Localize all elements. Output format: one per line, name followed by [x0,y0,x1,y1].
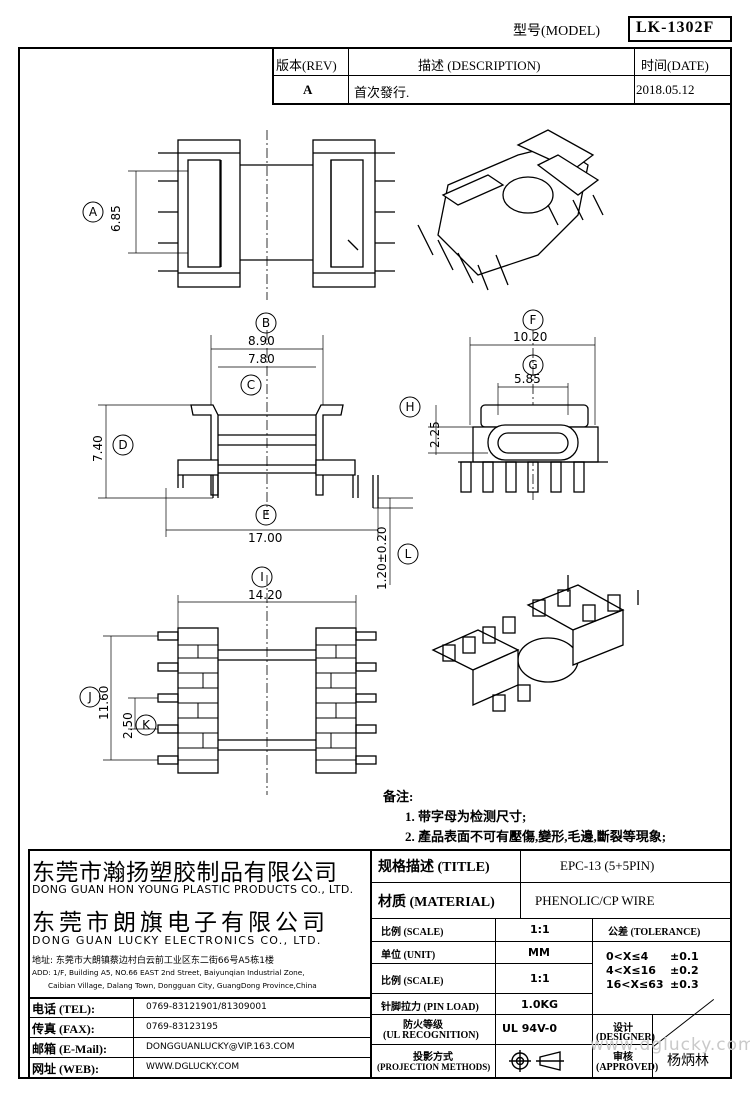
revision-table [272,47,732,105]
tol-range-2: 4<X≤16 [606,964,656,977]
dim-h: 2.25 [428,421,442,448]
marker-l: L [405,547,412,561]
marker-f: F [530,313,537,327]
desc-value: 首次發行. [354,85,410,100]
marker-b: B [262,316,270,330]
dim-e: 17.00 [248,531,282,545]
scale1-value: 1:1 [530,923,550,936]
fire-label-1: 防火等级 [403,1020,443,1031]
company-address-en-1: ADD: 1/F, Building A5, NO.66 EAST 2nd St… [32,968,305,977]
watermark-text: www.dglucky.com [590,1035,750,1055]
fire-value: UL 94V-0 [502,1022,558,1035]
notes-title: 备注: [383,789,414,804]
contact-tel-label: 电话 (TEL): [32,1002,96,1016]
dim-b: 8.90 [248,334,275,348]
projection-label-2: (PROJECTION METHODS) [377,1062,491,1072]
spec-title-label: 规格描述 (TITLE) [378,860,490,875]
fire-label-2: (UL RECOGNITION) [383,1030,479,1041]
pin-load-label: 针脚拉力 (PIN LOAD) [381,1002,479,1013]
dim-c: 7.80 [248,352,275,366]
approved-value: 杨炳林 [667,1053,709,1069]
tolerance-label: 公差 (TOLERANCE) [608,927,701,938]
marker-c: C [247,378,255,392]
spec-title-value: EPC-13 (5+5PIN) [560,858,655,873]
contact-tel-value: 0769-83121901/81309001 [146,1002,267,1012]
desc-label: 描述 (DESCRIPTION) [418,58,541,73]
pin-load-value: 1.0KG [521,998,559,1011]
title-block [28,849,732,1079]
tol-value-1: ±0.1 [670,950,699,963]
contact-fax-label: 传真 (FAX): [32,1022,95,1036]
dim-i: 14.20 [248,588,282,602]
dim-g: 5.85 [514,372,541,386]
unit-label: 单位 (UNIT) [381,950,436,961]
company-name-cn-2: 东莞市朗旗电子有限公司 [32,910,329,936]
designer-label-1: 设计 [613,1023,633,1034]
marker-h: H [405,400,414,414]
dim-j: 11.60 [97,686,111,720]
marker-d: D [118,438,127,452]
marker-a: A [89,205,98,219]
dim-d: 7.40 [91,435,105,462]
company-name-cn-1: 东莞市瀚扬塑胶制品有限公司 [32,860,338,886]
contact-web-value: WWW.DGLUCKY.COM [146,1062,240,1072]
dim-l: 1.20±0.20 [375,527,389,591]
scale2-value: 1:1 [530,972,550,985]
marker-j: J [87,690,92,704]
company-name-en-2: DONG GUAN LUCKY ELECTRONICS CO., LTD. [32,934,322,947]
note-2: 2. 產品表面不可有壓傷,變形,毛邊,斷裂等現象; [405,829,667,844]
designer-label-2: (DESIGNER) [596,1032,655,1043]
tol-value-3: ±0.3 [670,978,699,991]
company-name-en-1: DONG GUAN HON YOUNG PLASTIC PRODUCTS CO.… [32,883,354,896]
approved-label-1: 审核 [613,1052,633,1063]
spec-material-value: PHENOLIC/CP WIRE [535,893,655,908]
top-view-1 [82,130,395,300]
dim-a: 6.85 [109,205,123,232]
model-value: LK-1302F [636,19,715,36]
contact-web-label: 网址 (WEB): [32,1062,99,1076]
company-address-en-2: Caibian Village, Dalang Town, Dongguan C… [48,981,317,990]
contact-email-label: 邮箱 (E-Mail): [32,1042,107,1056]
company-address-cn: 地址: 东莞市大朗镇蔡边村白云前工业区东二街66号A5栋1楼 [32,956,274,966]
isometric-view-2 [431,575,639,712]
marker-k: K [142,718,151,732]
tol-range-3: 16<X≤63 [606,978,664,991]
tol-range-1: 0<X≤4 [606,950,649,963]
model-box [628,16,732,42]
drawing-frame [18,47,732,1079]
isometric-view-1 [417,129,604,291]
date-value: 2018.05.12 [636,82,695,97]
tol-value-2: ±0.2 [670,964,699,977]
projection-symbol-icon [509,1050,564,1072]
scale2-label: 比例 (SCALE) [381,976,444,987]
spec-material-label: 材质 (MATERIAL) [378,895,495,910]
scale1-label: 比例 (SCALE) [381,927,444,938]
rev-value: A [303,82,313,97]
note-1: 1. 带字母为检测尺寸; [405,809,527,824]
contact-email-value: DONGGUANLUCKY@VIP.163.COM [146,1042,295,1052]
dim-f: 10.20 [513,330,547,344]
technical-drawing: 6.85 8.90 7.80 7.40 17.00 10.20 5.85 2.2… [79,129,639,795]
projection-label-1: 投影方式 [413,1052,453,1063]
front-view [98,312,419,585]
contact-fax-value: 0769-83123195 [146,1022,218,1032]
date-label: 时间(DATE) [641,58,709,73]
bottom-view [79,566,377,795]
side-view [399,309,608,500]
approved-label-2: (APPROVED) [596,1062,659,1073]
marker-g: G [528,358,537,372]
marker-i: I [260,570,264,584]
dim-k: 2.50 [121,712,135,739]
rev-label: 版本(REV) [276,58,337,73]
marker-e: E [262,508,270,522]
unit-value: MM [528,946,550,959]
model-label: 型号(MODEL) [513,24,601,39]
